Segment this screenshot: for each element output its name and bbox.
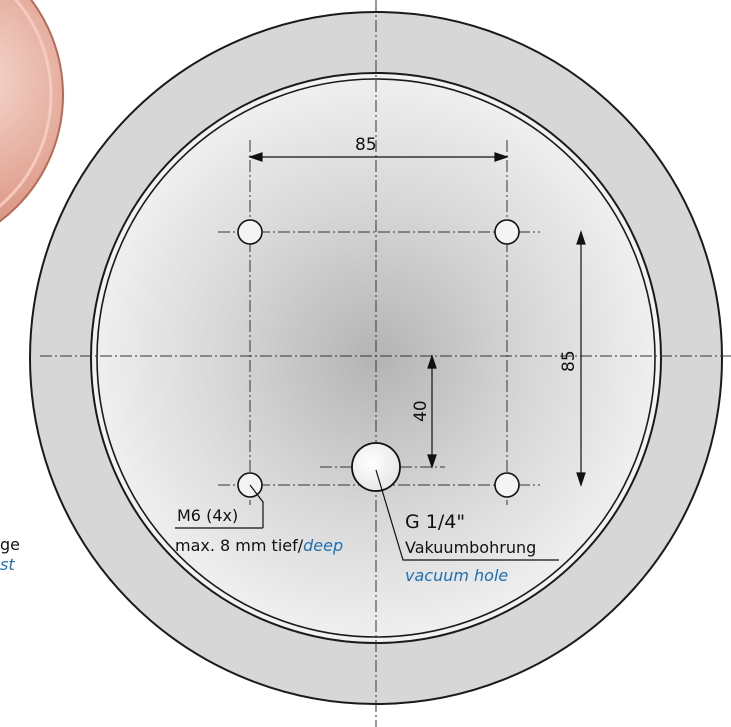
- port-name-de: Vakuumbohrung: [405, 538, 536, 557]
- dimension-center-offset: [427, 354, 437, 469]
- dimension-vertical: [576, 230, 586, 487]
- partial-text-line1: ge: [0, 535, 20, 554]
- vacuum-port: [351, 442, 401, 492]
- thread-depth-prefix: max. 8 mm tief/: [175, 536, 304, 555]
- thread-hole-top-right: [494, 219, 520, 245]
- thread-label: M6 (4x): [177, 506, 238, 525]
- thread-depth-en: deep: [303, 536, 343, 555]
- port-name-en: vacuum hole: [405, 566, 508, 585]
- copper-component: [0, 0, 64, 223]
- thread-callout-leader: [175, 484, 264, 529]
- partial-text-line2: st: [0, 555, 15, 574]
- dim-vertical-label: 85: [559, 350, 579, 372]
- dim-horizontal-label: 85: [355, 135, 377, 155]
- thread-hole-bottom-right: [494, 472, 520, 498]
- port-callout-leader: [375, 469, 559, 561]
- thread-depth-note: max. 8 mm tief/deep: [175, 536, 343, 555]
- port-label: G 1/4": [405, 511, 465, 533]
- center-lines: [40, 0, 731, 727]
- dimension-horizontal: [248, 152, 509, 162]
- thread-hole-top-left: [237, 219, 263, 245]
- dim-center-offset-label: 40: [411, 400, 431, 422]
